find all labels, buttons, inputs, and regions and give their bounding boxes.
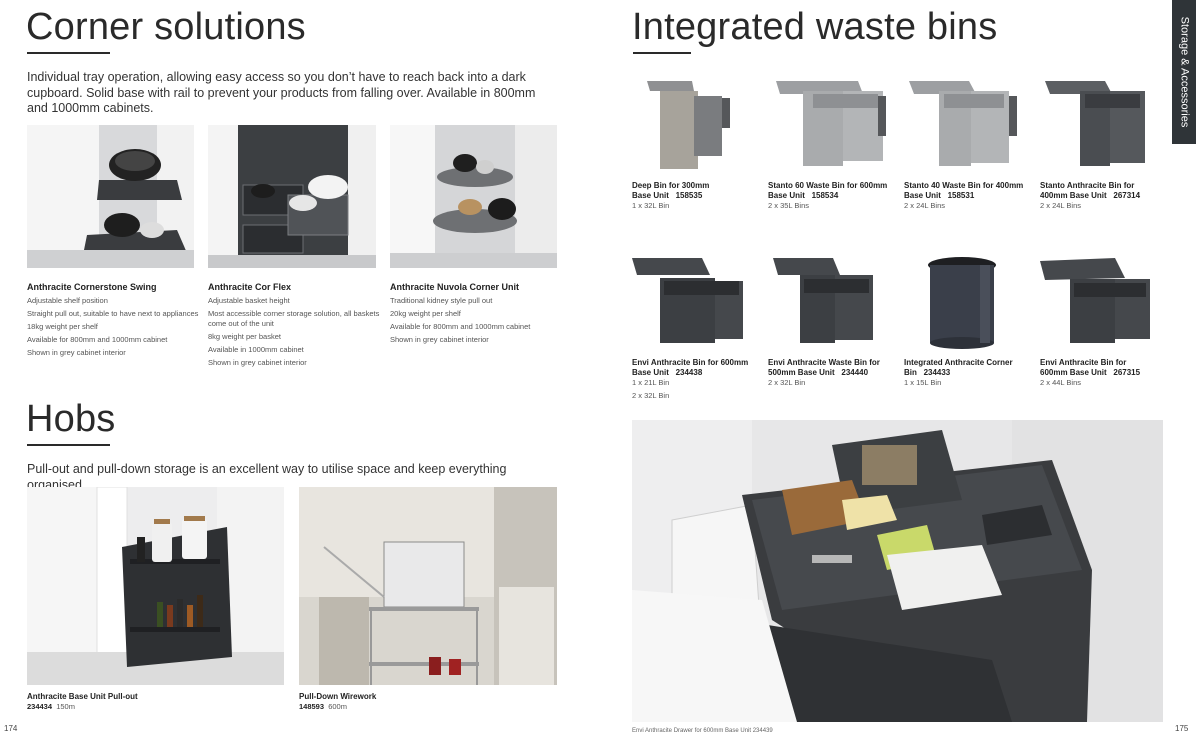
bin-title: Stanto 40 Waste Bin for 400mm xyxy=(904,181,1024,190)
item-line: 18kg weight per shelf xyxy=(27,322,98,331)
bin-title-2: 400mm Base Unit xyxy=(1040,191,1107,200)
bin-image xyxy=(647,81,730,169)
bin-spec: 2 x 24L Bins xyxy=(904,201,945,210)
bin-item: Envi Anthracite Bin for 600mm Base Unit … xyxy=(1040,253,1166,388)
bin-code: 267315 xyxy=(1113,368,1141,377)
bin-image xyxy=(1040,258,1150,343)
bin-title-2: Bin xyxy=(904,368,917,377)
bin-title-2: Base Unit xyxy=(904,191,941,200)
hobs-item-1: Anthracite Base Unit Pull-out 234434 150… xyxy=(27,692,277,712)
title-underline xyxy=(27,444,110,446)
corner-item-2: Anthracite Cor Flex Adjustable basket he… xyxy=(208,282,383,368)
bin-spec: 2 x 24L Bins xyxy=(1040,201,1081,210)
bin-title-2: Base Unit xyxy=(632,368,669,377)
bin-title: Envi Anthracite Waste Bin for xyxy=(768,358,880,367)
bin-title-2: 600mm Base Unit xyxy=(1040,368,1107,377)
item-line: Straight pull out, suitable to have next… xyxy=(27,309,199,318)
item-size: 150m xyxy=(56,702,75,711)
bin-title-2: Base Unit xyxy=(768,191,805,200)
corner-item-3: Anthracite Nuvola Corner Unit Traditiona… xyxy=(390,282,565,345)
item-title: Pull-Down Wirework xyxy=(299,692,377,701)
bin-image xyxy=(928,257,996,349)
item-code: 148593 xyxy=(299,702,325,711)
bin-spec: 2 x 32L Bin xyxy=(632,391,670,400)
bin-code: 158534 xyxy=(811,191,839,200)
bin-title: Stanto 60 Waste Bin for 600mm xyxy=(768,181,888,190)
corner-intro: Individual tray operation, allowing easy… xyxy=(27,70,536,115)
item-line: Available for 800mm and 1000mm cabinet xyxy=(27,335,168,344)
bin-spec: 2 x 32L Bin xyxy=(768,378,806,387)
page-number-left: 174 xyxy=(4,724,18,733)
item-line: Shown in grey cabinet interior xyxy=(208,358,307,367)
bin-title: Integrated Anthracite Corner xyxy=(904,358,1013,367)
bin-spec: 1 x 32L Bin xyxy=(632,201,670,210)
item-line: Adjustable shelf position xyxy=(27,296,108,305)
bin-item: Envi Anthracite Bin for 600mm Base Unit … xyxy=(632,253,758,401)
corner-item-1: Anthracite Cornerstone Swing Adjustable … xyxy=(27,282,202,358)
bin-spec: 2 x 35L Bins xyxy=(768,201,809,210)
bin-code: 158531 xyxy=(947,191,975,200)
page-number-right: 175 xyxy=(1175,724,1189,733)
bin-code: 158535 xyxy=(675,191,703,200)
bin-item: Deep Bin for 300mm Base Unit 158535 1 x … xyxy=(632,76,758,211)
bin-title-2: Base Unit xyxy=(632,191,669,200)
item-line: Most accessible corner storage solution,… xyxy=(208,309,380,328)
cornerstone-swing-photo xyxy=(27,125,194,268)
item-title: Anthracite Base Unit Pull-out xyxy=(27,692,138,701)
item-line: Traditional kidney style pull out xyxy=(390,296,493,305)
item-line: 8kg weight per basket xyxy=(208,332,281,341)
item-title: Anthracite Nuvola Corner Unit xyxy=(390,282,520,292)
waste-bins-title: Integrated waste bins xyxy=(632,6,998,48)
bin-spec: 1 x 15L Bin xyxy=(904,378,942,387)
item-title: Anthracite Cornerstone Swing xyxy=(27,282,157,292)
cor-flex-photo xyxy=(208,125,376,268)
bin-code: 234438 xyxy=(675,368,703,377)
title-underline xyxy=(633,52,691,54)
item-line: Available for 800mm and 1000mm cabinet xyxy=(390,322,531,331)
item-line: Available in 1000mm cabinet xyxy=(208,345,304,354)
item-line: Shown in grey cabinet interior xyxy=(27,348,126,357)
side-tab: Storage & Accessories xyxy=(1172,0,1196,144)
bin-code: 267314 xyxy=(1113,191,1141,200)
bin-image xyxy=(1045,81,1145,166)
bin-code: 234440 xyxy=(841,368,869,377)
item-line: 20kg weight per shelf xyxy=(390,309,461,318)
base-unit-pullout-photo xyxy=(27,487,284,685)
bin-code: 234433 xyxy=(923,368,951,377)
bin-item: Envi Anthracite Waste Bin for 500mm Base… xyxy=(768,253,894,388)
hobs-title: Hobs xyxy=(26,398,116,440)
drawer-caption: Envi Anthracite Drawer for 600mm Base Un… xyxy=(632,728,773,734)
bin-item: Stanto 60 Waste Bin for 600mm Base Unit … xyxy=(768,76,894,211)
item-line: Shown in grey cabinet interior xyxy=(390,335,489,344)
bin-title: Stanto Anthracite Bin for xyxy=(1040,181,1135,190)
bin-item: Stanto Anthracite Bin for 400mm Base Uni… xyxy=(1040,76,1166,211)
nuvola-corner-photo xyxy=(390,125,557,268)
pull-down-wirework-photo xyxy=(299,487,557,685)
drawer-photo xyxy=(632,420,1163,722)
item-size: 600m xyxy=(328,702,347,711)
bin-item: Integrated Anthracite Corner Bin 234433 … xyxy=(904,253,1030,388)
bin-title: Deep Bin for 300mm xyxy=(632,181,710,190)
side-tab-label: Storage & Accessories xyxy=(1178,16,1191,128)
bin-image xyxy=(773,258,873,343)
item-line: Adjustable basket height xyxy=(208,296,290,305)
bin-title: Envi Anthracite Bin for 600mm xyxy=(632,358,749,367)
bin-item: Stanto 40 Waste Bin for 400mm Base Unit … xyxy=(904,76,1030,211)
corner-solutions-title: Corner solutions xyxy=(26,6,306,48)
bin-spec: 1 x 21L Bin xyxy=(632,378,670,387)
bin-image xyxy=(909,81,1017,166)
hobs-item-2: Pull-Down Wirework 148593 600m xyxy=(299,692,549,712)
bin-image xyxy=(776,81,886,166)
bin-title-2: 500mm Base Unit xyxy=(768,368,835,377)
bin-spec: 2 x 44L Bins xyxy=(1040,378,1081,387)
bin-image xyxy=(632,258,743,343)
item-title: Anthracite Cor Flex xyxy=(208,282,292,292)
title-underline xyxy=(27,52,110,54)
item-code: 234434 xyxy=(27,702,53,711)
bin-title: Envi Anthracite Bin for xyxy=(1040,358,1127,367)
